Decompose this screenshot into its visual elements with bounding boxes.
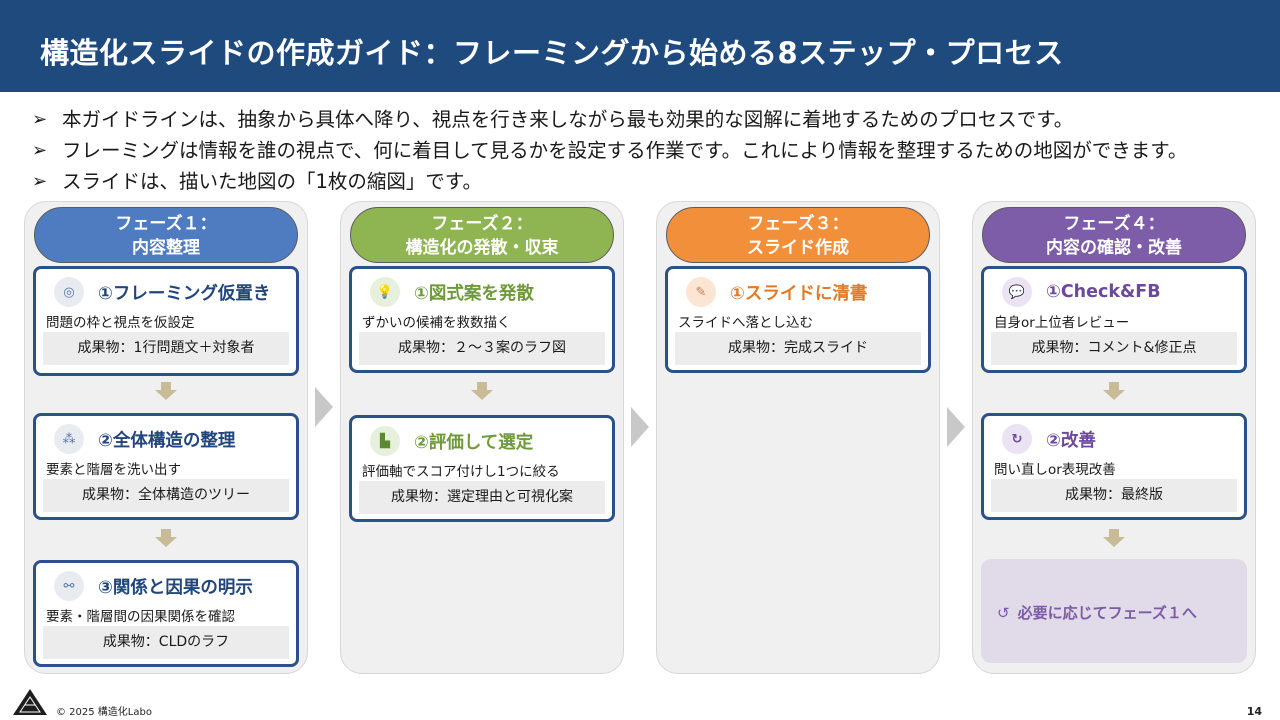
step-title: ①図式案を発散 xyxy=(414,283,534,304)
step-description: 評価軸でスコア付けし1つに絞る xyxy=(362,464,560,480)
network-icon: ⚯ xyxy=(54,571,84,601)
title-bar: 構造化スライドの作成ガイド：フレーミングから始める8ステップ・プロセス xyxy=(0,0,1280,92)
step-card[interactable]: 💡 ①図式案を発散 ずかいの候補を救数描く 成果物：２～３案のラフ図 xyxy=(349,266,615,373)
step-card[interactable]: 💬 ①Check&FB 自身or上位者レビュー 成果物：コメント&修正点 xyxy=(981,266,1247,373)
step-output: 成果物：1行問題文＋対象者 xyxy=(43,332,289,365)
step-title: ③関係と因果の明示 xyxy=(98,577,253,598)
chart-icon: ▙ xyxy=(370,426,400,456)
bullet-item: ➢本ガイドラインは、抽象から具体へ降り、視点を行き来しながら最も効果的な図解に着… xyxy=(32,104,1252,135)
bullet-list: ➢本ガイドラインは、抽象から具体へ降り、視点を行き来しながら最も効果的な図解に着… xyxy=(32,104,1252,197)
step-description: 要素と階層を洗い出す xyxy=(46,462,181,478)
comments-icon: 💬 xyxy=(1002,277,1032,307)
right-arrow-icon xyxy=(947,407,965,447)
phase-column-4: フェーズ４： 内容の確認・改善 💬 ①Check&FB 自身or上位者レビュー 成… xyxy=(972,201,1256,674)
step-output: 成果物：選定理由と可視化案 xyxy=(359,481,605,514)
copyright-text: © 2025 構造化Labo xyxy=(56,707,152,718)
step-title: ②改善 xyxy=(1046,430,1096,451)
slide-title: 構造化スライドの作成ガイド：フレーミングから始める8ステップ・プロセス xyxy=(40,36,1064,70)
hierarchy-icon: ⁂ xyxy=(54,424,84,454)
refresh-icon: ↻ xyxy=(1002,424,1032,454)
step-title: ①スライドに清書 xyxy=(730,283,868,304)
bullet-item: ➢スライドは、描いた地図の「1枚の縮図」です。 xyxy=(32,166,1252,197)
target-icon: ◎ xyxy=(54,277,84,307)
phase-header-4: フェーズ４： 内容の確認・改善 xyxy=(982,207,1246,263)
step-title: ①Check&FB xyxy=(1046,282,1161,302)
loop-back-icon: ↺ xyxy=(997,604,1010,622)
step-card[interactable]: ↻ ②改善 問い直しor表現改善 成果物：最終版 xyxy=(981,413,1247,520)
step-output: 成果物：コメント&修正点 xyxy=(991,332,1237,365)
step-card[interactable]: ⚯ ③関係と因果の明示 要素・階層間の因果関係を確認 成果物：CLDのラフ xyxy=(33,560,299,667)
arrow-bullet-icon: ➢ xyxy=(32,140,48,161)
step-description: 問題の枠と視点を仮設定 xyxy=(46,315,195,331)
edit-icon: ✎ xyxy=(686,277,716,307)
step-output: 成果物：全体構造のツリー xyxy=(43,479,289,512)
step-title: ②全体構造の整理 xyxy=(98,430,236,451)
phase-column-3: フェーズ３： スライド作成 ✎ ①スライドに清書 スライドへ落とし込む 成果物：完… xyxy=(656,201,940,674)
step-description: 自身or上位者レビュー xyxy=(994,315,1130,331)
phase-header-1: フェーズ１： 内容整理 xyxy=(34,207,298,263)
loop-back-text: 必要に応じてフェーズ１へ xyxy=(1017,604,1197,622)
right-arrow-icon xyxy=(315,387,333,427)
step-output: 成果物：完成スライド xyxy=(675,332,921,365)
loop-back-note: ↺ 必要に応じてフェーズ１へ xyxy=(981,559,1247,663)
page-number: 14 xyxy=(1246,705,1262,718)
right-arrow-icon xyxy=(631,407,649,447)
phase-column-1: フェーズ１： 内容整理 ◎ ①フレーミング仮置き 問題の枠と視点を仮設定 成果物：… xyxy=(24,201,308,674)
step-title: ①フレーミング仮置き xyxy=(98,283,271,304)
step-output: 成果物：２～３案のラフ図 xyxy=(359,332,605,365)
step-card[interactable]: ▙ ②評価して選定 評価軸でスコア付けし1つに絞る 成果物：選定理由と可視化案 xyxy=(349,415,615,522)
arrow-bullet-icon: ➢ xyxy=(32,109,48,130)
logo-icon xyxy=(13,689,47,715)
step-card[interactable]: ◎ ①フレーミング仮置き 問題の枠と視点を仮設定 成果物：1行問題文＋対象者 xyxy=(33,266,299,376)
step-description: 要素・階層間の因果関係を確認 xyxy=(46,609,235,625)
step-card[interactable]: ⁂ ②全体構造の整理 要素と階層を洗い出す 成果物：全体構造のツリー xyxy=(33,413,299,520)
bullet-item: ➢フレーミングは情報を誰の視点で、何に着目して見るかを設定する作業です。これによ… xyxy=(32,135,1252,166)
step-description: スライドへ落とし込む xyxy=(678,315,813,331)
step-card[interactable]: ✎ ①スライドに清書 スライドへ落とし込む 成果物：完成スライド xyxy=(665,266,931,373)
phase-column-2: フェーズ２： 構造化の発散・収束 💡 ①図式案を発散 ずかいの候補を救数描く 成果… xyxy=(340,201,624,674)
step-output: 成果物：CLDのラフ xyxy=(43,626,289,659)
step-output: 成果物：最終版 xyxy=(991,479,1237,512)
phase-header-2: フェーズ２： 構造化の発散・収束 xyxy=(350,207,614,263)
step-description: 問い直しor表現改善 xyxy=(994,462,1116,478)
arrow-bullet-icon: ➢ xyxy=(32,171,48,192)
phase-header-3: フェーズ３： スライド作成 xyxy=(666,207,930,263)
step-description: ずかいの候補を救数描く xyxy=(362,315,511,331)
step-title: ②評価して選定 xyxy=(414,432,534,453)
lightbulb-icon: 💡 xyxy=(370,277,400,307)
